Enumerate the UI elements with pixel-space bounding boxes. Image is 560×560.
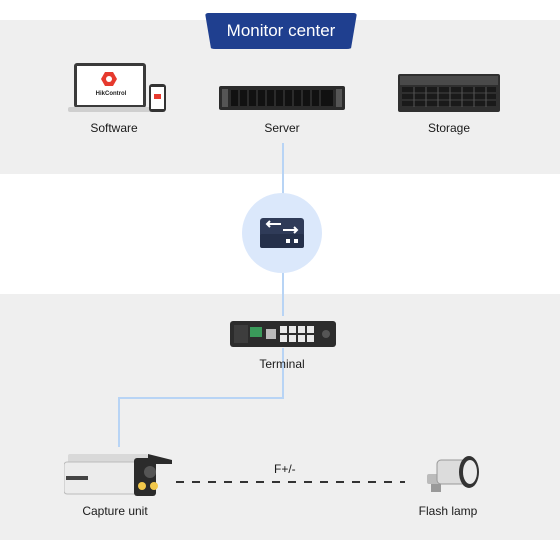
monitor-center-title: Monitor center — [205, 13, 357, 49]
server-label: Server — [264, 121, 300, 135]
server-rack-icon — [219, 86, 345, 110]
hikcontrol-logo-text: HikControl — [95, 91, 127, 97]
camera-icon — [63, 454, 172, 496]
capture-unit-device — [63, 448, 176, 505]
software-label: Software — [90, 121, 138, 135]
network-switch-icon — [242, 193, 322, 273]
laptop-icon — [68, 63, 166, 112]
storage-array-icon — [398, 74, 500, 112]
server-device — [219, 86, 345, 115]
flash-lamp-label: Flash lamp — [418, 504, 478, 518]
storage-label: Storage — [427, 121, 471, 135]
storage-device — [398, 74, 500, 117]
flash-signal-label: F+/- — [274, 462, 296, 476]
terminal-label: Terminal — [259, 357, 305, 371]
flash-lamp-icon — [427, 456, 479, 492]
network-switch — [237, 192, 327, 279]
terminal-capture-link — [118, 348, 284, 447]
terminal-device — [230, 317, 336, 354]
software-device: HikControl — [68, 60, 168, 114]
flash-lamp-device — [421, 450, 483, 499]
capture-unit-label: Capture unit — [82, 504, 148, 518]
terminal-box-icon — [230, 321, 336, 347]
